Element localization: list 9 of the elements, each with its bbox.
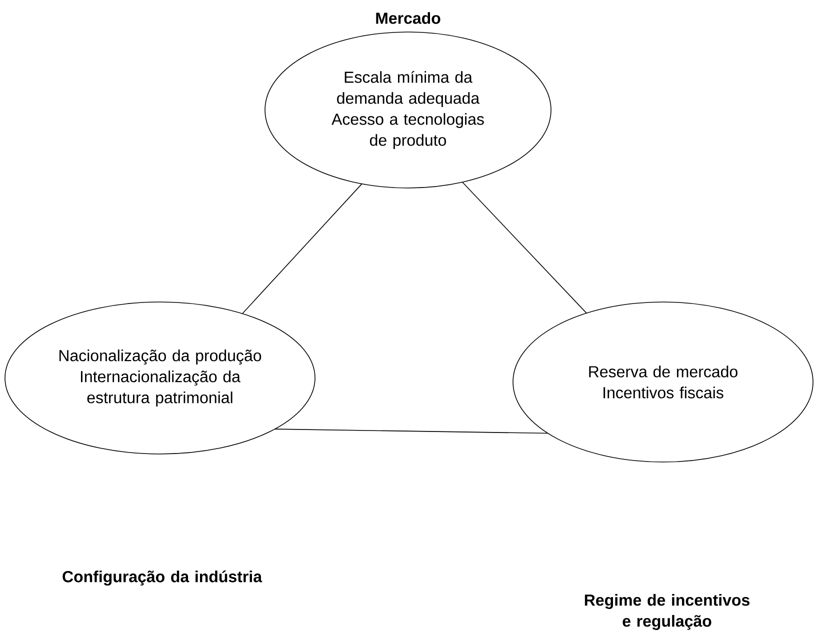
connector-line (242, 183, 362, 314)
node-label: Mercado (376, 12, 440, 24)
heading-label: Configuração da indústria (62, 570, 262, 586)
connector-line (274, 428, 548, 434)
heading-label: Regime de incentivos e regulação (584, 594, 750, 630)
ellipse-node: Reserva de mercado Incentivos fiscais (512, 302, 814, 462)
ellipse-node: Mercado Escala mínima da demanda adequada Acesso a tecnologias de produto (264, 12, 552, 188)
connector-line (462, 182, 587, 314)
ellipse-node: Nacionalização da produção Internacionalização da estrutura patrimonial (4, 302, 316, 454)
